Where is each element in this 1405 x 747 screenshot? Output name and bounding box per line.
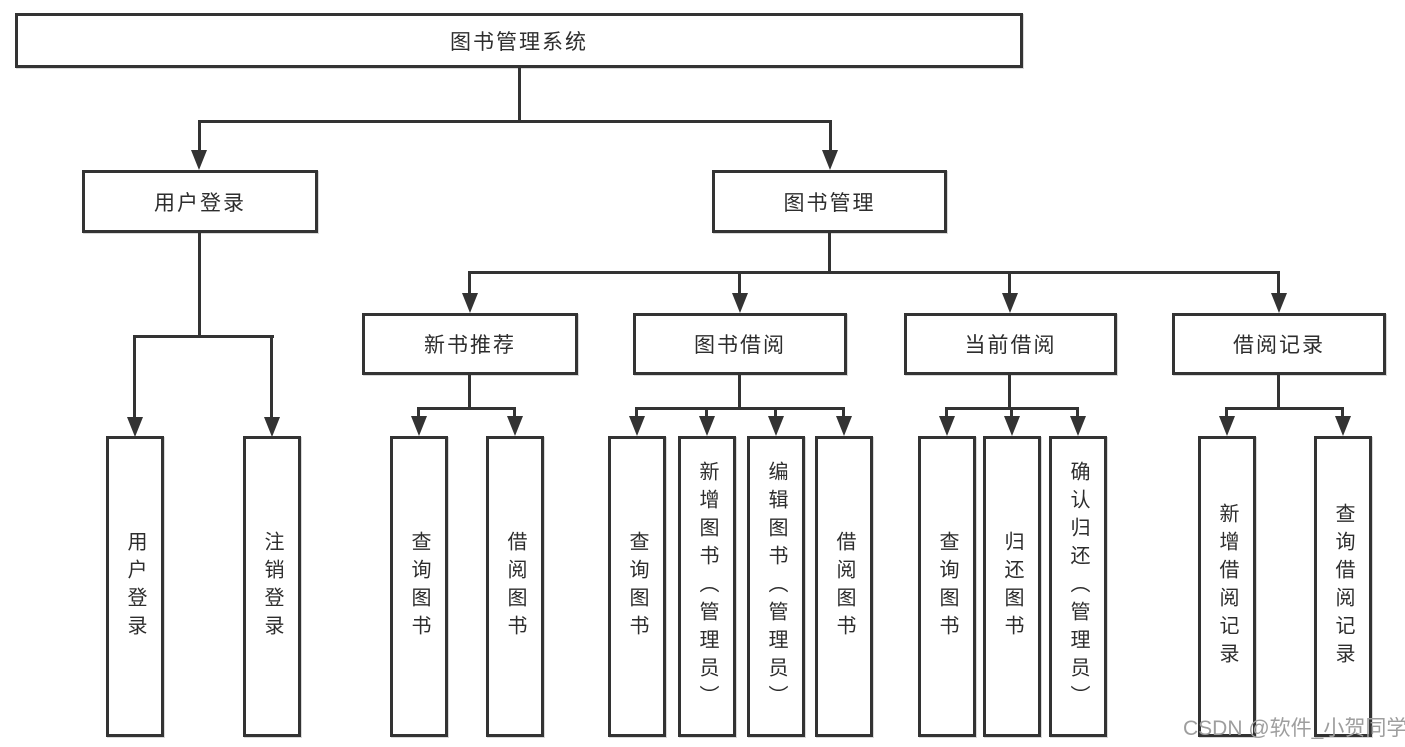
leaf-query-books-3: 查询图书 xyxy=(918,436,976,737)
arrow-down-icon xyxy=(1004,416,1020,436)
leaf-return-book: 归还图书 xyxy=(983,436,1041,737)
connector-book-management-stem xyxy=(828,233,831,271)
connector-book-management-crossbar xyxy=(470,271,1280,274)
arrow-down-icon xyxy=(629,416,645,436)
node-book-management: 图书管理 xyxy=(712,170,947,233)
leaf-add-borrow-record: 新增借阅记录 xyxy=(1198,436,1256,737)
connector-to-leaf-return-book xyxy=(1010,407,1013,416)
leaf-borrow-books-2-label: 借阅图书 xyxy=(833,530,855,643)
node-library-management-system-label: 图书管理系统 xyxy=(450,30,588,54)
leaf-query-books-1: 查询图书 xyxy=(390,436,448,737)
leaf-user-login-label: 用户登录 xyxy=(124,530,146,643)
arrow-down-icon xyxy=(507,416,523,436)
node-borrowing-records: 借阅记录 xyxy=(1172,313,1386,375)
arrow-down-icon xyxy=(732,293,748,313)
connector-to-leaf-add-record xyxy=(1225,407,1228,416)
arrow-down-icon xyxy=(1070,416,1086,436)
connector-book-borrowing-crossbar xyxy=(637,407,845,410)
leaf-user-login: 用户登录 xyxy=(106,436,164,737)
node-book-borrowing-label: 图书借阅 xyxy=(694,334,786,357)
leaf-borrow-books-1-label: 借阅图书 xyxy=(504,530,526,643)
leaf-query-borrow-record-label: 查询借阅记录 xyxy=(1332,502,1354,671)
leaf-return-book-label: 归还图书 xyxy=(1001,530,1023,643)
arrow-down-icon xyxy=(411,416,427,436)
connector-to-book-management xyxy=(829,120,832,152)
arrow-down-icon xyxy=(939,416,955,436)
node-borrowing-records-label: 借阅记录 xyxy=(1233,334,1325,357)
connector-to-borrowing-records xyxy=(1277,271,1280,293)
arrow-down-icon xyxy=(836,416,852,436)
arrow-down-icon xyxy=(264,417,280,437)
connector-borrowing-records-stem xyxy=(1277,375,1280,407)
connector-to-leaf-query-books-2 xyxy=(635,407,638,416)
leaf-add-book-admin-label: 新增图书（管理员） xyxy=(696,460,718,713)
leaf-query-books-2: 查询图书 xyxy=(608,436,666,737)
leaf-query-borrow-record: 查询借阅记录 xyxy=(1314,436,1372,737)
connector-root-crossbar xyxy=(199,120,831,123)
connector-new-book-recommendation-crossbar xyxy=(419,407,516,410)
arrow-down-icon xyxy=(768,416,784,436)
leaf-logout: 注销登录 xyxy=(243,436,301,737)
connector-current-borrowing-crossbar xyxy=(947,407,1079,410)
leaf-add-book-admin: 新增图书（管理员） xyxy=(678,436,736,737)
node-user-login: 用户登录 xyxy=(82,170,318,233)
connector-new-book-recommendation-stem xyxy=(468,375,471,407)
connector-to-leaf-edit-book xyxy=(774,407,777,416)
arrow-down-icon xyxy=(191,150,207,170)
node-current-borrowing: 当前借阅 xyxy=(904,313,1117,375)
leaf-query-books-2-label: 查询图书 xyxy=(626,530,648,643)
connector-to-leaf-add-book xyxy=(705,407,708,416)
connector-user-login-crossbar xyxy=(135,335,274,338)
connector-to-user-login xyxy=(198,120,201,152)
arrow-down-icon xyxy=(1271,293,1287,313)
connector-to-leaf-query-books-1 xyxy=(417,407,420,416)
connector-to-book-borrowing xyxy=(738,271,741,293)
connector-current-borrowing-stem xyxy=(1008,375,1011,407)
node-new-book-recommendation-label: 新书推荐 xyxy=(424,334,516,357)
connector-book-borrowing-stem xyxy=(738,375,741,407)
connector-to-leaf-confirm-return xyxy=(1076,407,1079,416)
node-book-management-label: 图书管理 xyxy=(783,191,876,215)
arrow-down-icon xyxy=(1219,416,1235,436)
leaf-borrow-books-2: 借阅图书 xyxy=(815,436,873,737)
connector-to-new-book-recommendation xyxy=(468,271,471,293)
node-new-book-recommendation: 新书推荐 xyxy=(362,313,578,375)
leaf-edit-book-admin-label: 编辑图书（管理员） xyxy=(765,460,787,713)
leaf-edit-book-admin: 编辑图书（管理员） xyxy=(747,436,805,737)
leaf-confirm-return-admin-label: 确认归还（管理员） xyxy=(1067,460,1089,713)
leaf-logout-label: 注销登录 xyxy=(261,530,283,643)
connector-root-stem xyxy=(518,68,521,120)
arrow-down-icon xyxy=(1002,293,1018,313)
node-user-login-label: 用户登录 xyxy=(154,191,246,215)
connector-to-leaf-borrow-books-1 xyxy=(513,407,516,416)
arrow-down-icon xyxy=(822,150,838,170)
arrow-down-icon xyxy=(699,416,715,436)
leaf-confirm-return-admin: 确认归还（管理员） xyxy=(1049,436,1107,737)
connector-to-leaf-query-books-3 xyxy=(945,407,948,416)
node-library-management-system: 图书管理系统 xyxy=(15,13,1023,68)
arrow-down-icon xyxy=(462,293,478,313)
connector-borrowing-records-crossbar xyxy=(1227,407,1344,410)
node-current-borrowing-label: 当前借阅 xyxy=(964,334,1057,357)
connector-to-leaf-borrow-books-2 xyxy=(842,407,845,416)
leaf-query-books-1-label: 查询图书 xyxy=(408,530,430,643)
connector-to-current-borrowing xyxy=(1008,271,1011,293)
connector-to-leaf-user-login xyxy=(133,335,136,417)
csdn-watermark: CSDN @软件_小贺同学 xyxy=(1183,717,1405,740)
node-book-borrowing: 图书借阅 xyxy=(633,313,847,375)
leaf-add-borrow-record-label: 新增借阅记录 xyxy=(1216,502,1238,671)
arrow-down-icon xyxy=(1335,416,1351,436)
leaf-query-books-3-label: 查询图书 xyxy=(936,530,958,643)
connector-user-login-stem xyxy=(198,233,201,335)
connector-to-leaf-query-record xyxy=(1341,407,1344,416)
leaf-borrow-books-1: 借阅图书 xyxy=(486,436,544,737)
arrow-down-icon xyxy=(127,417,143,437)
connector-to-leaf-logout xyxy=(270,335,273,417)
